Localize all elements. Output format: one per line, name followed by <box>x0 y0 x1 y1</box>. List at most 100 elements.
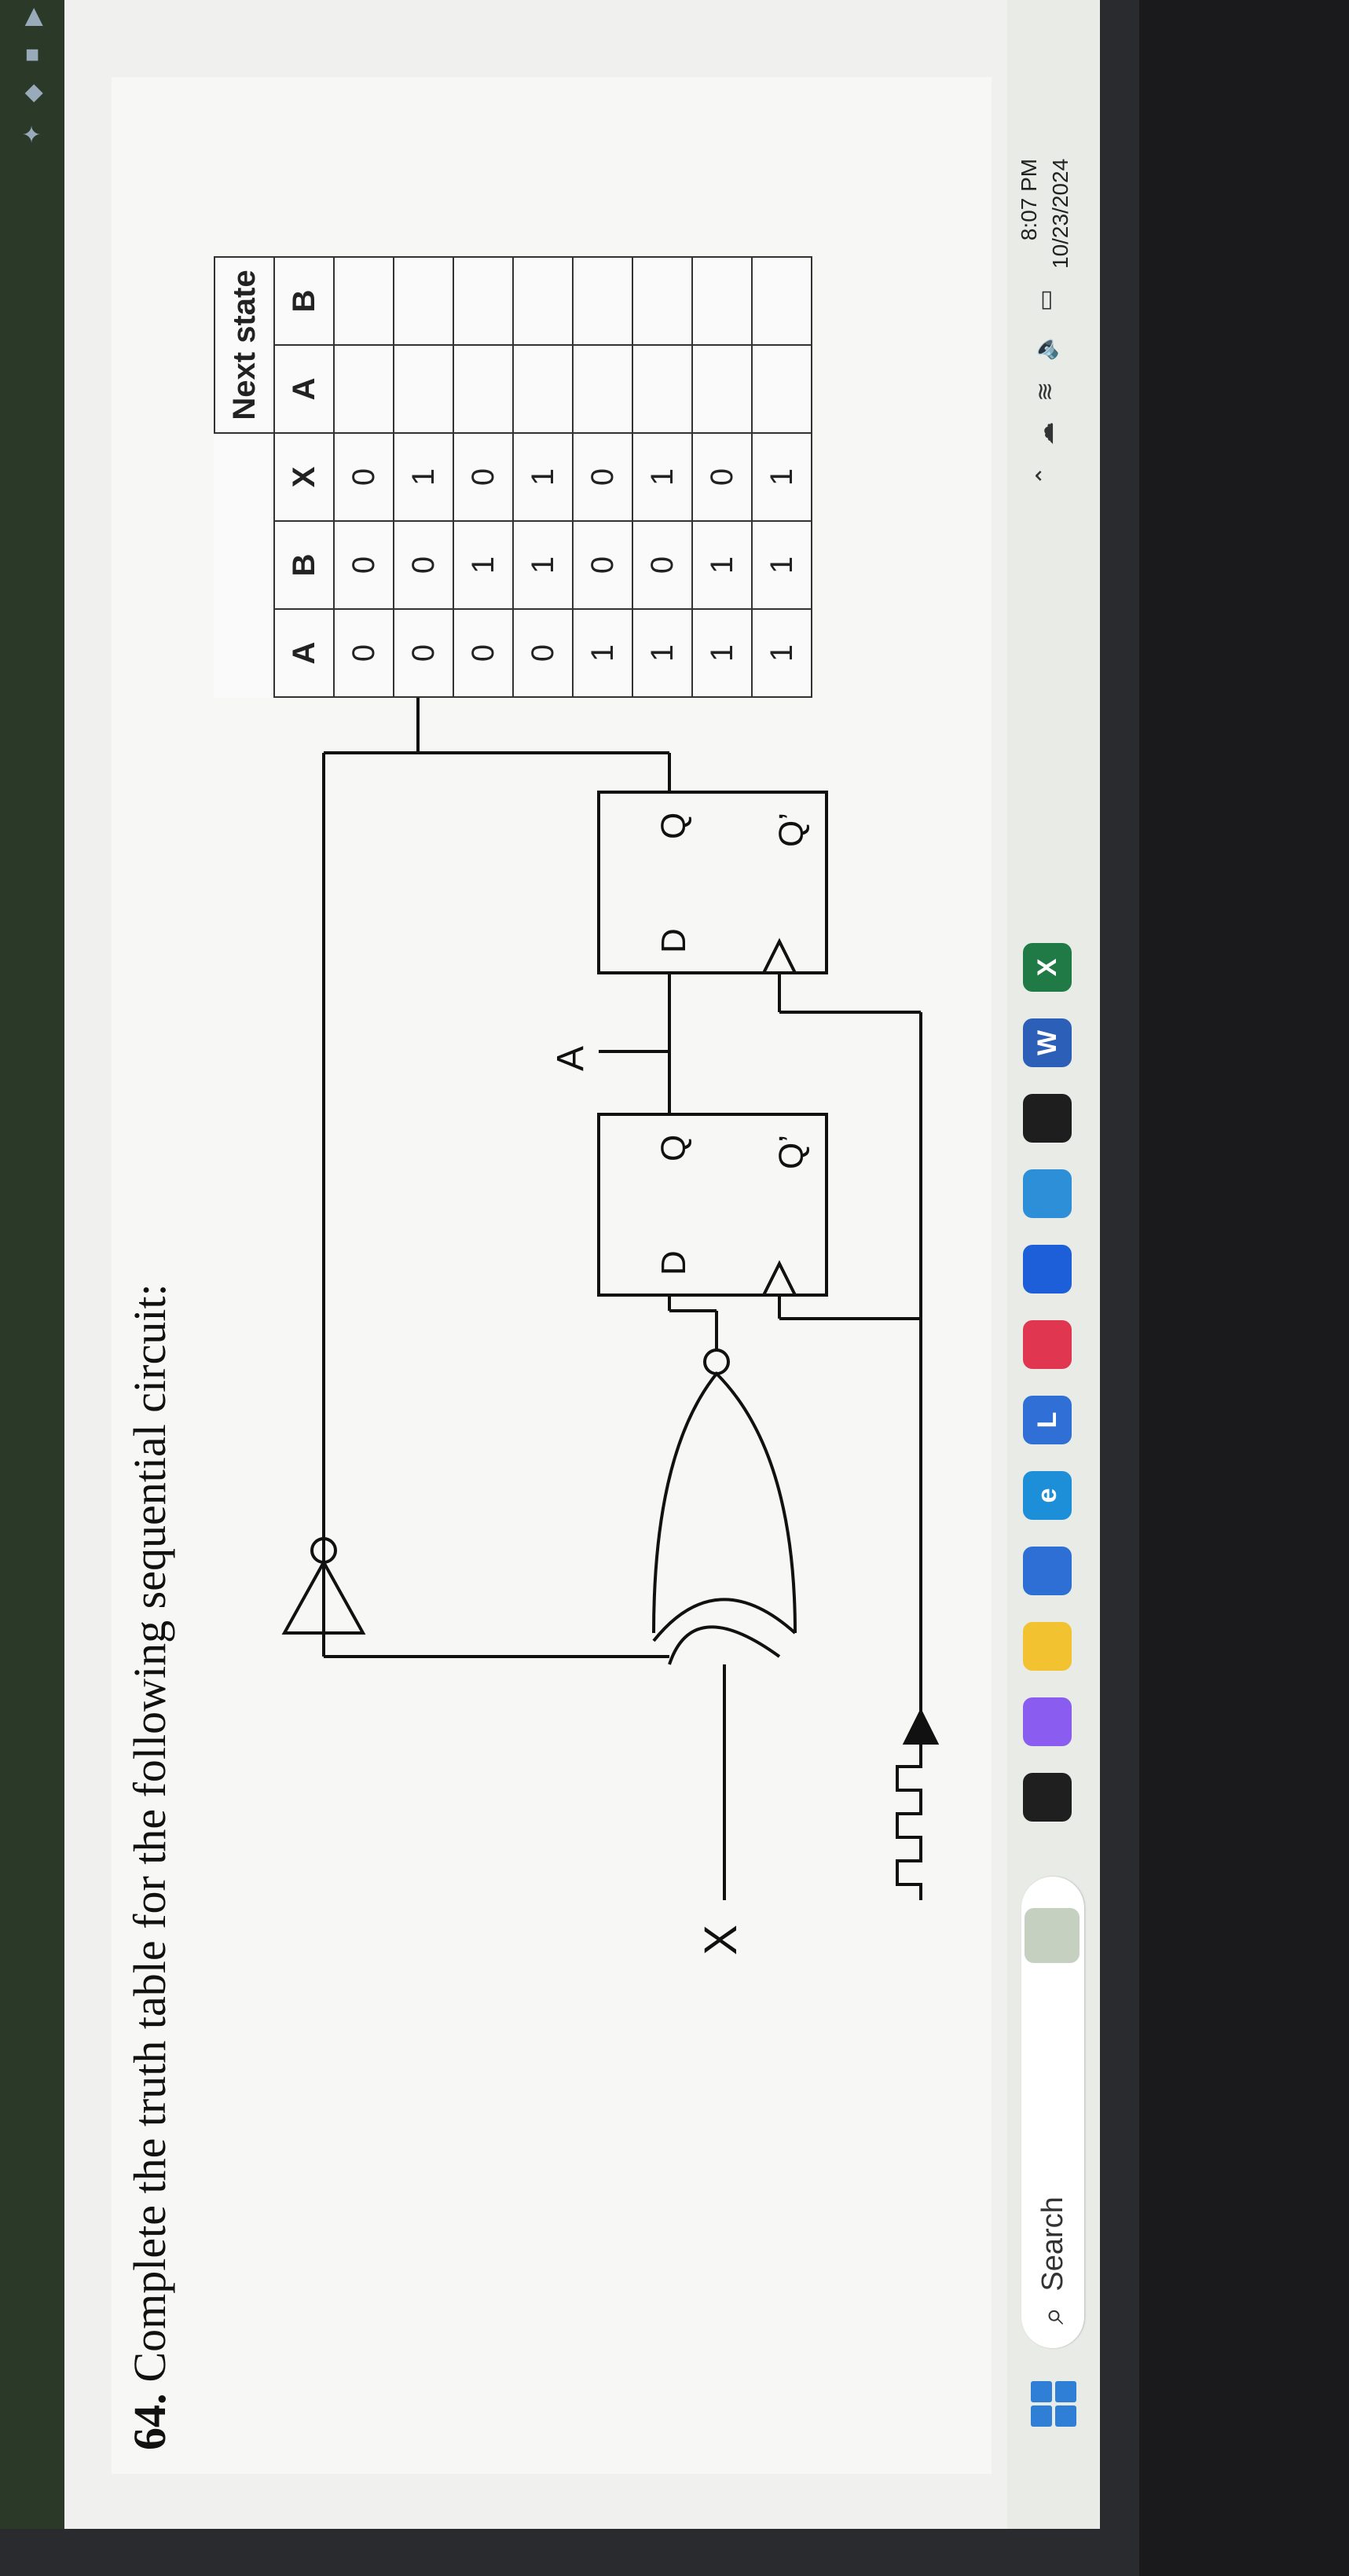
question-text: Complete the truth table for the followi… <box>124 1283 175 2383</box>
ff2-clock-triangle <box>762 938 797 974</box>
pin-icon[interactable]: ✦ <box>19 124 46 145</box>
table-cell: 0 <box>453 433 513 521</box>
ff1-clock-triangle <box>762 1260 797 1296</box>
arrow-icon[interactable]: ▶ <box>19 8 46 27</box>
excel-icon[interactable]: X <box>1023 943 1072 992</box>
answer-cell[interactable] <box>513 257 573 345</box>
clock-date: 10/23/2024 <box>1048 158 1072 269</box>
top-bar-icons: ✦ ◆ ■ ▶ <box>0 8 64 144</box>
shield-icon[interactable]: ◆ <box>19 84 46 103</box>
search-highlight-thumbnail[interactable] <box>1025 1908 1080 1963</box>
battery-icon[interactable]: ▭ <box>1032 289 1058 312</box>
answer-cell[interactable] <box>692 345 752 433</box>
pocket-icon[interactable] <box>1023 1320 1072 1369</box>
answer-cell[interactable] <box>573 345 632 433</box>
table-cell: 0 <box>692 433 752 521</box>
edge-icon[interactable]: e <box>1023 1471 1072 1520</box>
flip-flop-1 <box>597 1113 828 1297</box>
app-circle-icon[interactable] <box>1023 1094 1072 1143</box>
dropbox-icon[interactable] <box>1023 1245 1072 1294</box>
answer-cell[interactable] <box>453 345 513 433</box>
volume-icon[interactable]: 🔈 <box>1032 332 1058 361</box>
table-cell: 0 <box>334 521 394 609</box>
column-header: B <box>274 257 334 345</box>
document-page: 64.Complete the truth table for the foll… <box>112 77 992 2474</box>
answer-cell[interactable] <box>632 345 692 433</box>
clock[interactable]: 8:07 PM 10/23/2024 <box>1014 159 1076 269</box>
flip-flop-2 <box>597 791 828 974</box>
column-header: A <box>274 609 334 697</box>
windows-start-icon[interactable] <box>1031 2381 1076 2427</box>
document-viewer[interactable]: 64.Complete the truth table for the foll… <box>64 0 1007 2529</box>
ff2-q-label: Q <box>654 813 693 839</box>
copilot-icon[interactable] <box>1023 1697 1072 1746</box>
answer-cell[interactable] <box>632 257 692 345</box>
outlook-icon[interactable]: ■ <box>19 48 45 63</box>
table-cell: 0 <box>394 521 453 609</box>
ff2-d-label: D <box>654 928 693 953</box>
ff1-d-label: D <box>654 1250 693 1275</box>
clock-time: 8:07 PM <box>1017 158 1041 241</box>
chevron-up-icon[interactable]: ⌃ <box>1032 465 1058 486</box>
table-cell: 1 <box>692 609 752 697</box>
search-label: Search <box>1036 2196 1069 2292</box>
table-cell: 0 <box>394 609 453 697</box>
answer-cell[interactable] <box>573 257 632 345</box>
table-cell: 1 <box>573 609 632 697</box>
monitor-base <box>1139 0 1349 2576</box>
table-corner <box>214 433 274 697</box>
cloud-icon[interactable]: ☁ <box>1032 421 1058 446</box>
table-cell: 0 <box>573 433 632 521</box>
wifi-icon[interactable]: ≋ <box>1032 381 1058 402</box>
app-l-icon[interactable]: L <box>1023 1396 1072 1444</box>
clock-arrow <box>902 1708 940 1745</box>
sequential-circuit-diagram: X A B D Q Q’ D Q Q’ <box>281 468 940 1955</box>
table-cell: 0 <box>573 521 632 609</box>
file-explorer-icon[interactable] <box>1023 1622 1072 1671</box>
word-icon[interactable]: W <box>1023 1018 1072 1067</box>
column-header: A <box>274 345 334 433</box>
answer-cell[interactable] <box>334 257 394 345</box>
app-top-bar: ✦ ◆ ■ ▶ <box>0 0 64 2529</box>
answer-cell[interactable] <box>394 257 453 345</box>
answer-cell[interactable] <box>334 345 394 433</box>
system-tray: ⌃ ☁ ≋ 🔈 ▭ 8:07 PM 10/23/2024 <box>1014 159 1076 486</box>
answer-cell[interactable] <box>692 257 752 345</box>
inverter-symbol <box>281 1537 366 1657</box>
answer-cell[interactable] <box>453 257 513 345</box>
table-cell: 1 <box>632 609 692 697</box>
table-cell: 1 <box>752 609 812 697</box>
screen: ✦ ◆ ■ ▶ 64.Complete the truth table for … <box>0 0 1100 2529</box>
app-x-icon[interactable] <box>1023 1169 1072 1218</box>
clock-symbol <box>896 1743 922 1900</box>
answer-cell[interactable] <box>513 345 573 433</box>
ff1-qbar-label: Q’ <box>772 1135 811 1169</box>
ff2-qbar-label: Q’ <box>772 813 811 847</box>
table-cell: 0 <box>453 609 513 697</box>
column-header: B <box>274 521 334 609</box>
answer-cell[interactable] <box>394 345 453 433</box>
store-icon[interactable] <box>1023 1547 1072 1595</box>
table-cell: 0 <box>334 609 394 697</box>
table-cell: 1 <box>513 433 573 521</box>
answer-cell[interactable] <box>752 345 812 433</box>
table-cell: 1 <box>752 433 812 521</box>
task-view-icon[interactable] <box>1023 1773 1072 1822</box>
xnor-gate <box>652 1371 797 1665</box>
answer-cell[interactable] <box>752 257 812 345</box>
question-heading: 64.Complete the truth table for the foll… <box>123 1283 176 2450</box>
table-cell: 1 <box>632 433 692 521</box>
